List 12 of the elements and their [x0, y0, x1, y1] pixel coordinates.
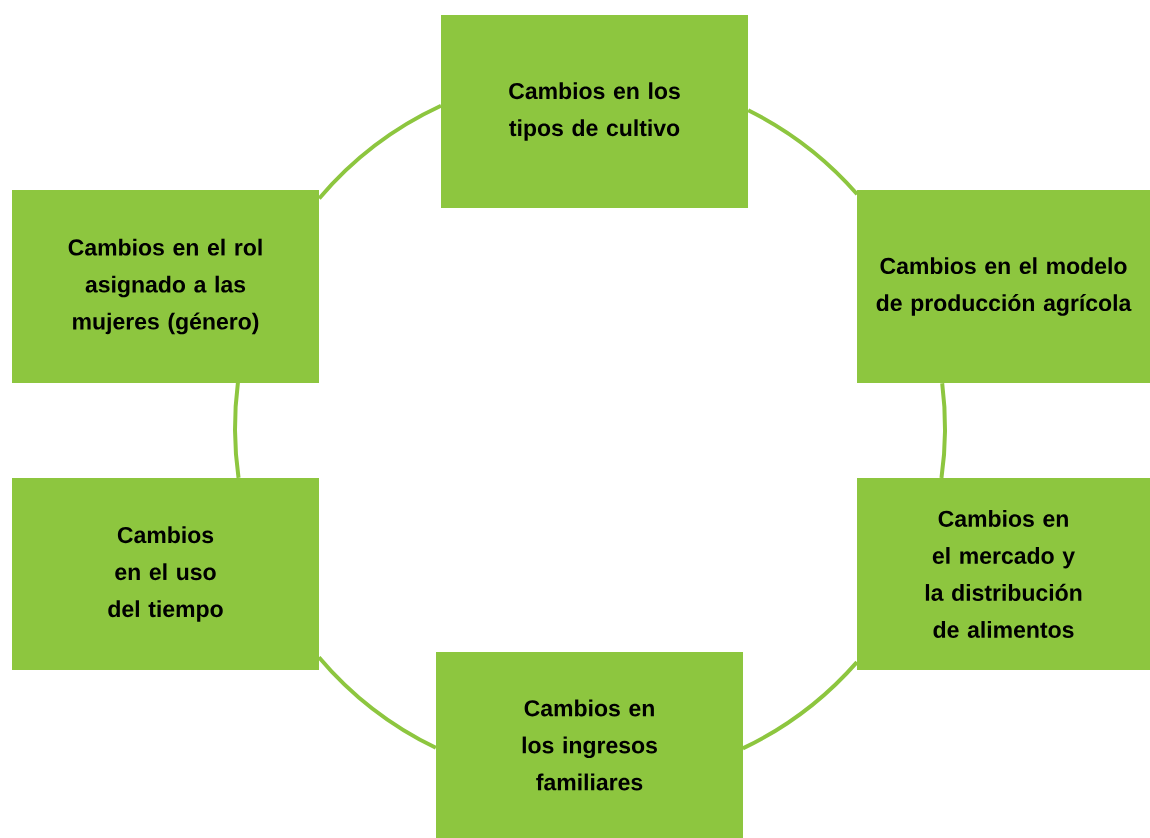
arc-connector — [741, 660, 859, 751]
text-box: Cambios en el mercado y la distribución de alimentos — [857, 478, 1150, 670]
text-box: Cambios en los tipos de cultivo — [441, 15, 748, 208]
arc-connector — [939, 383, 947, 479]
arc-connector — [747, 108, 859, 196]
text-box: Cambios en el uso del tiempo — [12, 478, 319, 670]
arc-connector — [317, 103, 442, 200]
text-box: Cambios en los ingresos familiares — [436, 652, 743, 838]
arc-connector — [233, 382, 241, 479]
text-box: Cambios en el modelo de producción agrícola — [857, 190, 1150, 383]
text-box: Cambios en el rol asignado a las mujeres (género) — [12, 190, 319, 383]
arc-connector — [317, 655, 437, 750]
